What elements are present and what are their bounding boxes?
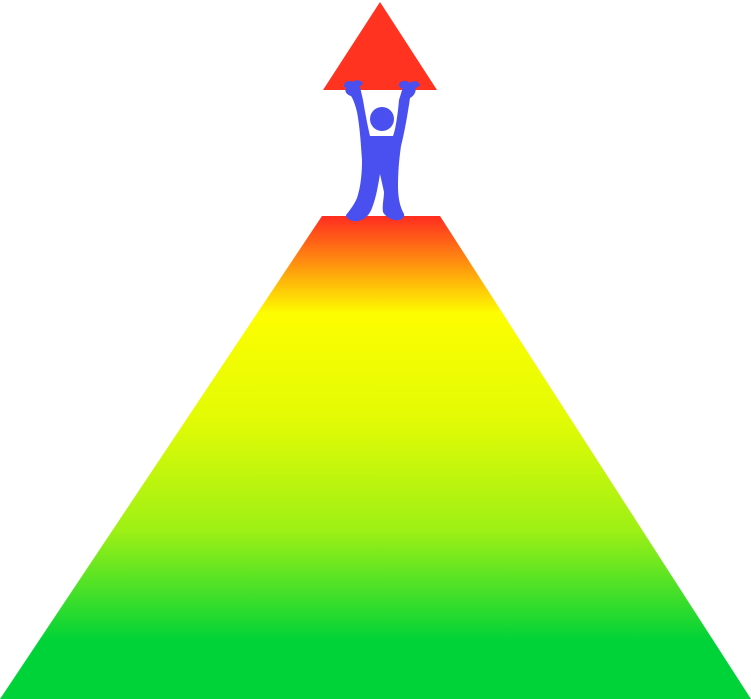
up-arrow-icon (323, 2, 437, 90)
person-lifting-icon (344, 80, 420, 221)
person-body (345, 85, 415, 222)
gradient-pyramid (0, 216, 751, 699)
person-head (370, 107, 394, 131)
